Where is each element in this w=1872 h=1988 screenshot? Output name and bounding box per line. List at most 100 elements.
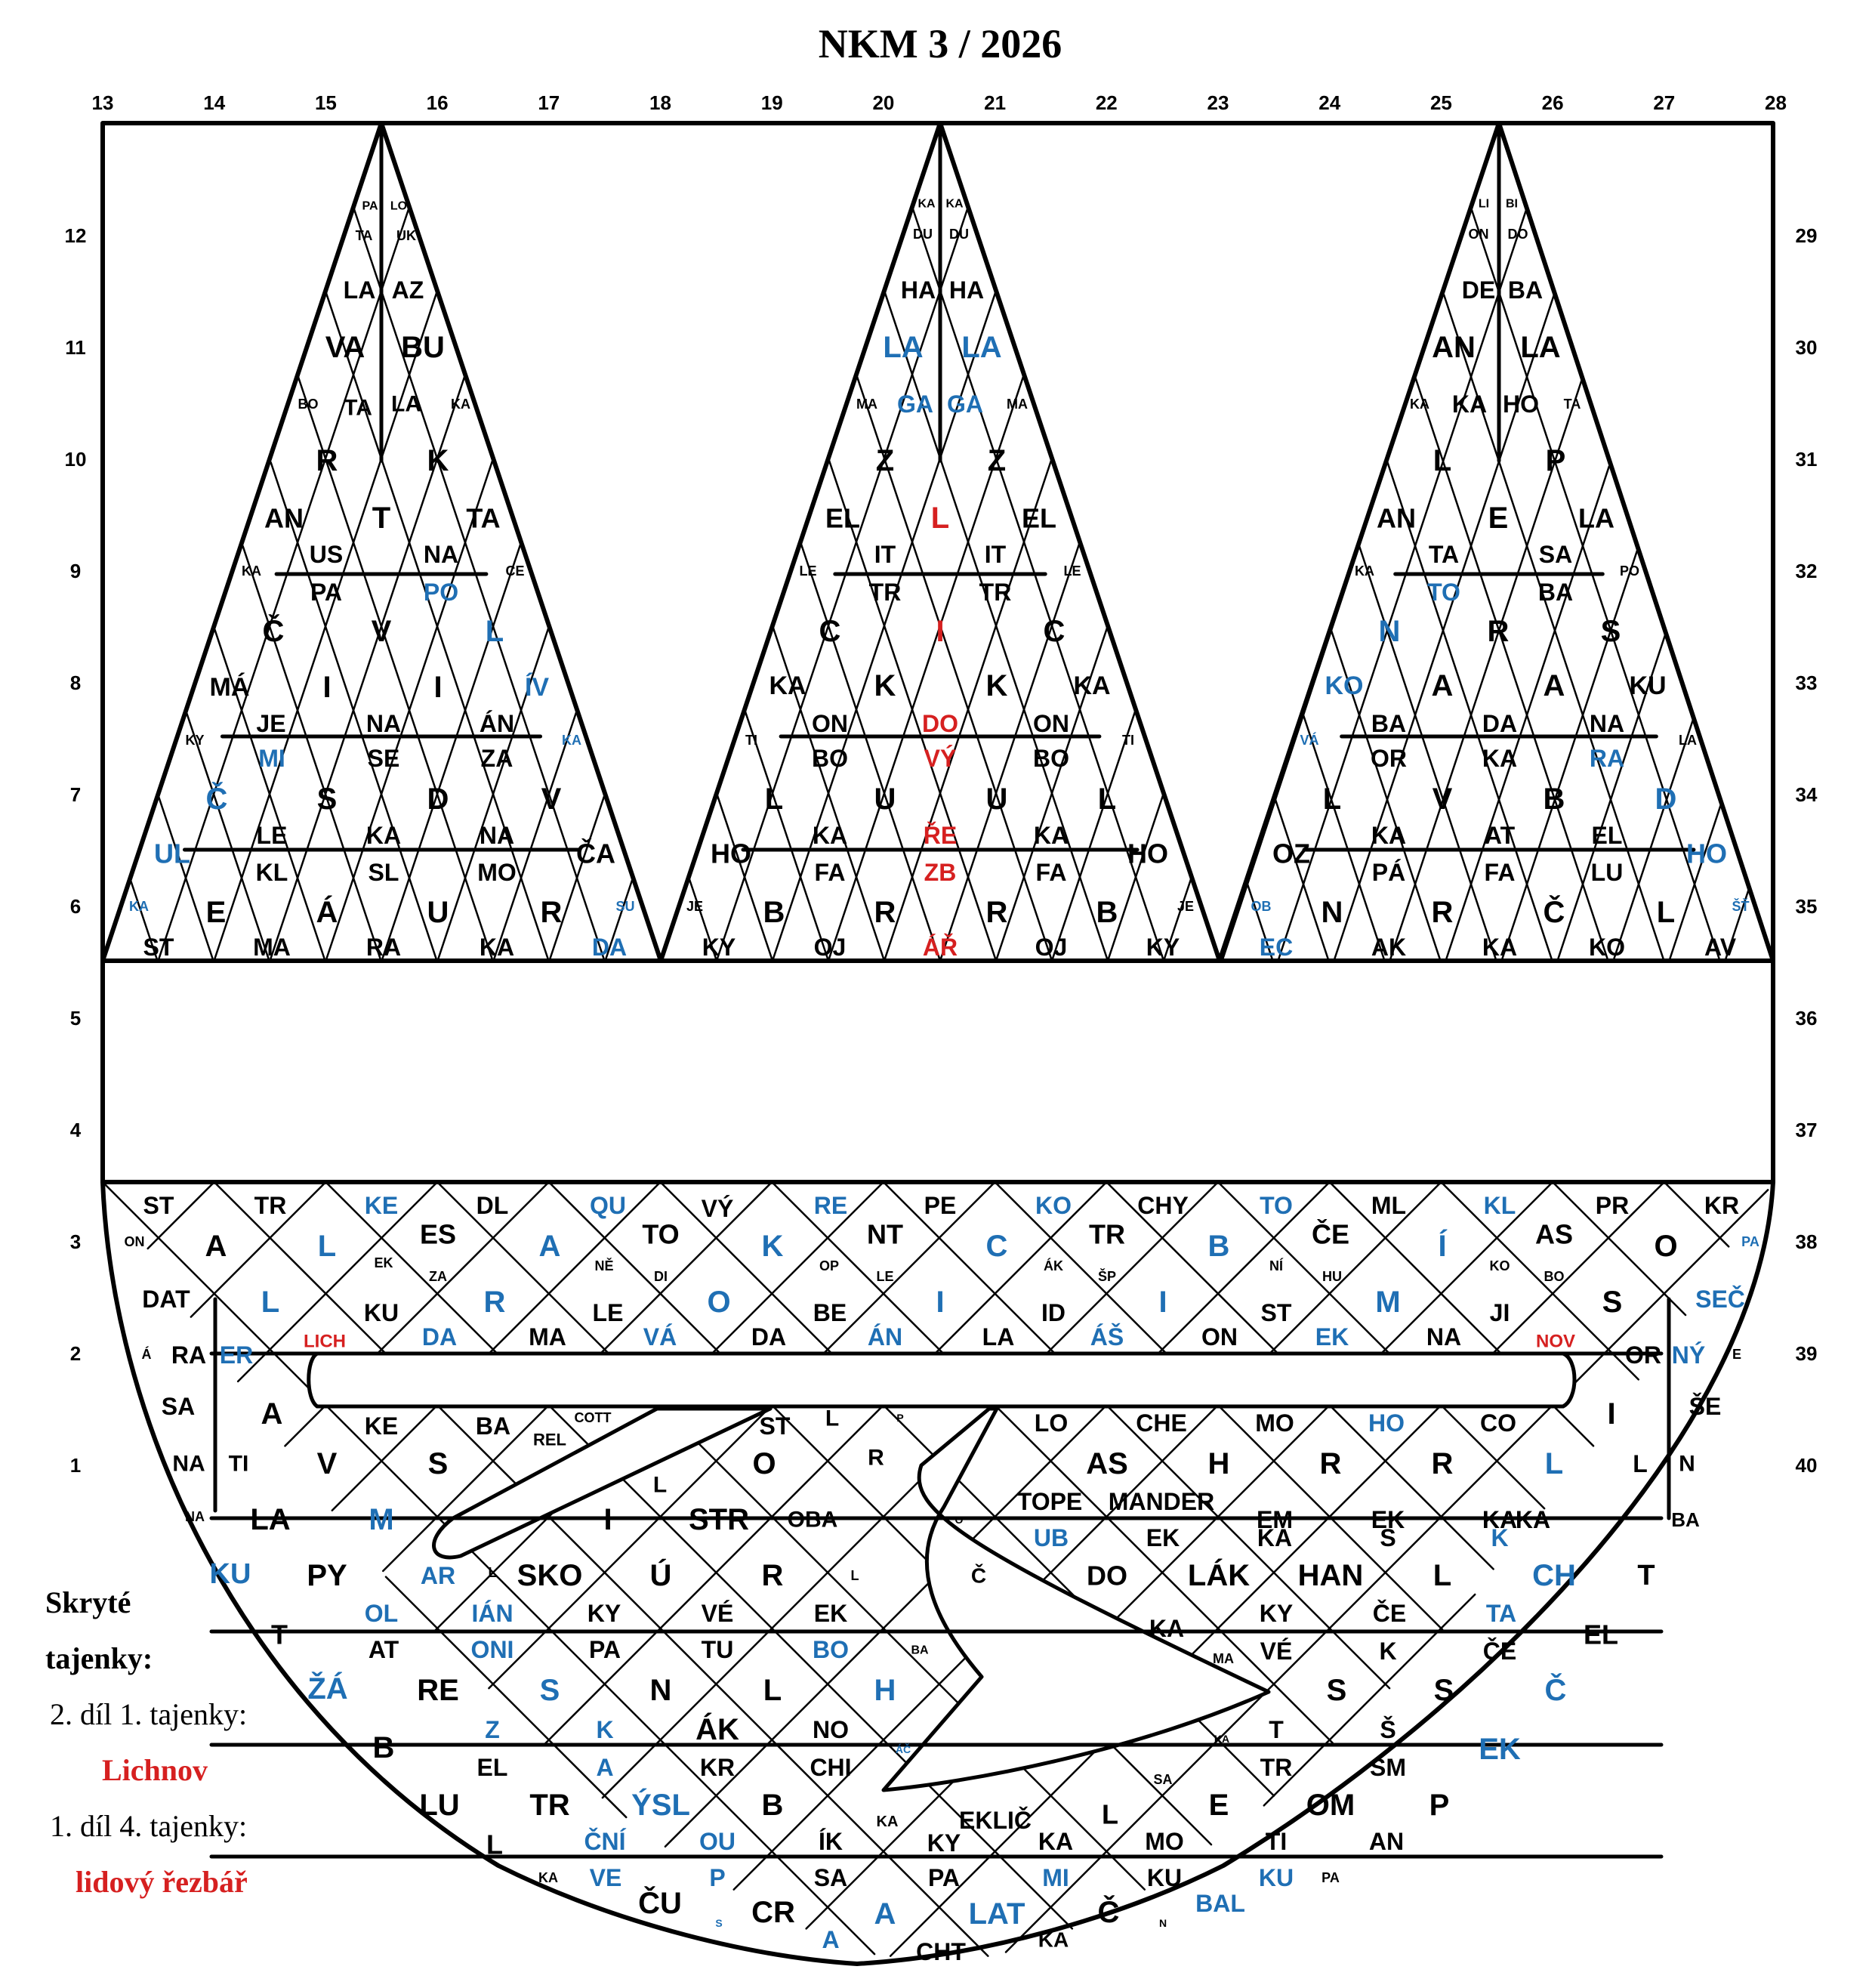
grid-cell-label: S: [1327, 1674, 1347, 1707]
grid-cell-label: QU: [590, 1192, 626, 1219]
grid-cell-label: NĚ: [594, 1258, 613, 1273]
grid-cell-label: LE: [799, 563, 816, 579]
grid-cell-label: SL: [369, 859, 399, 886]
grid-cell-label: ÁN: [868, 1323, 902, 1351]
notes-clue-1: 2. díl 1. tajenky:: [50, 1697, 248, 1731]
grid-cell-label: KA: [538, 1870, 558, 1885]
grid-cell-label: S: [428, 1447, 449, 1480]
grid-cell-label: L: [1657, 896, 1675, 929]
notes-answer-2: lidový řezbář: [76, 1865, 248, 1899]
grid-cell-label: BO: [1033, 745, 1069, 772]
grid-cell-label: T: [271, 1619, 288, 1650]
grid-cell-label: HO: [711, 838, 751, 869]
grid-cell-label: CHE: [1136, 1409, 1187, 1437]
grid-cell-label: PA: [928, 1864, 960, 1891]
grid-cell-label: I: [433, 671, 442, 704]
grid-cell-label: A: [261, 1397, 283, 1431]
grid-cell-label: V: [1433, 783, 1453, 816]
grid-cell-label: KE: [365, 1412, 398, 1440]
grid-cell-label: KU: [1259, 1864, 1294, 1891]
grid-cell-label: H: [1208, 1447, 1230, 1480]
grid-cell-label: L: [1433, 1559, 1451, 1592]
grid-cell-label: K: [762, 1230, 784, 1263]
grid-cell-label: LA: [1578, 503, 1614, 534]
grid-cell-label: GA: [897, 390, 933, 418]
grid-cell-label: DO: [1087, 1560, 1127, 1591]
grid-cell-label: KA: [242, 563, 261, 579]
grid-cell-label: DL: [476, 1192, 509, 1219]
grid-cell-label: R: [762, 1559, 784, 1592]
grid-cell-label: K: [596, 1716, 613, 1743]
grid-cell-label: KA: [1482, 934, 1517, 961]
grid-cell-label: U: [427, 896, 449, 929]
grid-cell-label: UK: [396, 228, 416, 243]
grid-cell-label: KO: [1035, 1192, 1072, 1219]
grid-cell-label: TR: [254, 1192, 287, 1219]
grid-cell-label: AN: [1377, 503, 1416, 534]
grid-cell-label: ON: [1469, 227, 1489, 242]
grid-cell-label: ČNÍ: [584, 1828, 626, 1855]
grid-cell-label: TR: [1089, 1219, 1125, 1250]
grid-cell-label: AN: [1432, 331, 1476, 364]
grid-cell-label: N: [1379, 615, 1401, 648]
grid-cell-label: BA: [1538, 579, 1573, 606]
grid-cell-label: R: [541, 896, 563, 929]
grid-cell-label: MO: [1255, 1409, 1294, 1437]
grid-cell-label: CO: [1480, 1409, 1516, 1437]
grid-cell-label: MO: [477, 859, 517, 886]
grid-cell-label: ZB: [924, 859, 957, 886]
grid-cell-label: KU: [364, 1299, 399, 1326]
grid-cell-label: L: [653, 1473, 667, 1498]
grid-cell-label: TR: [1260, 1754, 1293, 1781]
grid-cell-label: KA: [1257, 1524, 1292, 1551]
grid-cell-label: TR: [979, 579, 1012, 606]
grid-cell-label: HA: [949, 276, 984, 304]
grid-cell-label: SE: [368, 745, 400, 772]
grid-cell-label: K: [1379, 1638, 1396, 1665]
grid-cell-label: TA: [1486, 1600, 1516, 1627]
grid-cell-label: JE: [1177, 899, 1194, 914]
grid-cell-label: DA: [422, 1323, 457, 1351]
grid-cell-label: TA: [344, 396, 372, 421]
grid-cell-label: FA: [1485, 859, 1516, 886]
grid-cell-label: S: [1601, 615, 1621, 648]
grid-cell-label: ST: [1261, 1299, 1292, 1326]
grid-cell-label: IT: [874, 541, 896, 568]
grid-cell-label: RA: [1590, 745, 1624, 772]
right-number: 33: [1796, 671, 1818, 694]
grid-cell-label: NA: [424, 541, 458, 568]
grid-cell-label: I: [322, 671, 331, 704]
grid-cell-label: D: [1655, 783, 1677, 816]
grid-cell-label: KA: [451, 397, 470, 412]
grid-cell-label: BO: [812, 745, 848, 772]
left-number: 8: [70, 671, 81, 694]
grid-cell-label: NÍ: [1269, 1258, 1284, 1273]
grid-cell-label: E: [1732, 1347, 1741, 1362]
grid-cell-label: ER: [220, 1341, 253, 1369]
right-number: 32: [1796, 560, 1818, 582]
grid-cell-label: R: [986, 896, 1008, 929]
grid-cell-label: P: [1546, 444, 1566, 477]
grid-cell-label: TI: [229, 1452, 249, 1477]
grid-cell-label: O: [1654, 1230, 1677, 1263]
grid-cell-label: N: [650, 1674, 672, 1707]
right-number: 29: [1796, 224, 1818, 247]
grid-cell-label: HO: [1503, 390, 1539, 418]
grid-cell-label: EK: [374, 1255, 393, 1270]
grid-cell-label: EKLIČ: [959, 1807, 1032, 1834]
grid-cell-label: ON: [1033, 710, 1069, 737]
grid-cell-label: AT: [1485, 822, 1516, 849]
grid-cell-label: PÁ: [1372, 859, 1405, 886]
grid-cell-label: ÍV: [525, 673, 549, 702]
grid-cell-label: Á: [142, 1346, 152, 1362]
grid-cell-label: O: [752, 1447, 776, 1480]
grid-cell-label: DI: [654, 1269, 668, 1284]
grid-cell-label: ČU: [638, 1885, 682, 1920]
grid-cell-label: KA: [813, 822, 847, 849]
grid-cell-label: EL: [825, 503, 860, 534]
grid-cell-label: LA: [1520, 331, 1560, 364]
grid-cell-label: EK: [1479, 1733, 1521, 1766]
grid-cell-label: TO: [642, 1219, 679, 1250]
grid-cell-label: NA: [1590, 710, 1624, 737]
grid-cell-label: DU: [913, 227, 933, 242]
